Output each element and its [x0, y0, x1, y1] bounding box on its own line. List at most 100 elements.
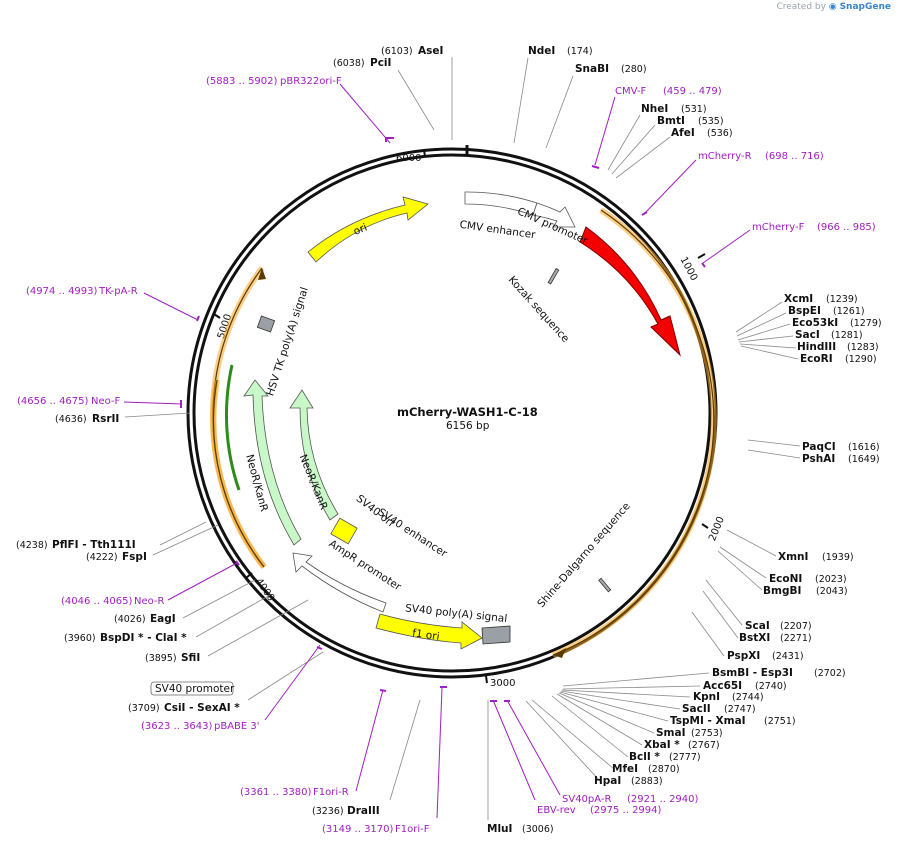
primer-range-pbr322ori-f: (5883 .. 5902): [206, 76, 278, 87]
primer-name-neo-r: Neo-R: [134, 596, 165, 607]
site-pos-xbai: (2767): [688, 740, 720, 751]
site-pos-afei: (536): [707, 128, 733, 139]
site-name-ecori: EcoRI: [800, 353, 833, 365]
site-name-sfii: SfiI: [181, 652, 200, 664]
site-pos-kpni: (2744): [732, 692, 764, 703]
backbone-inner-ring: [192, 153, 712, 673]
site-name-bstxi: BstXI: [739, 632, 770, 644]
site-name-asei: AseI: [418, 45, 443, 57]
site-pos-xmni: (1939): [822, 552, 854, 563]
snapgene-logo-icon: ◉: [828, 2, 837, 12]
site-name-bsmbi-esp3i: BsmBI - Esp3I: [712, 667, 793, 679]
primer-range-mcherry-r: (698 .. 716): [765, 151, 824, 162]
primer-range-pbabe-3: (3623 .. 3643): [141, 721, 213, 732]
site-name-nhei: NheI: [641, 103, 668, 115]
site-name-pspxi: PspXI: [727, 650, 760, 662]
site-pos-hindiii: (1283): [847, 342, 879, 353]
site-pos-asei: (6103): [381, 46, 413, 57]
feature-label-f1-ori: f1 ori: [411, 627, 440, 643]
feature-label-sv40-enhancer: SV40 enhancer: [376, 506, 450, 560]
primer-range-cmv-f: (459 .. 479): [663, 86, 722, 97]
site-name-bspdi-clai: BspDI * - ClaI *: [100, 632, 187, 644]
sv40-promoter-label: SV40 promoter: [155, 683, 235, 695]
primer-name-pbabe-3: pBABE 3': [214, 721, 260, 732]
site-name-pshai: PshAI: [802, 453, 835, 465]
site-pos-snabi: (280): [621, 64, 647, 75]
feature-label-cmv-enhancer: CMV enhancer: [459, 219, 537, 242]
tick-label-2000: 2000: [707, 515, 727, 543]
site-pos-eagi: (4026): [114, 614, 146, 625]
site-pos-pshai: (1649): [848, 454, 880, 465]
orf-arc-right-line: [552, 209, 715, 656]
site-pos-smai: (2753): [691, 728, 723, 739]
site-name-xbai: XbaI *: [644, 739, 680, 751]
primer-range-neo-f: (4656 .. 4675): [17, 396, 89, 407]
watermark-prefix: Created by: [776, 2, 826, 12]
orf-arc-neo: [225, 364, 241, 491]
site-name-scai: ScaI: [745, 620, 770, 632]
primer-marks: [180, 137, 706, 702]
site-name-bmti: BmtI: [657, 115, 685, 127]
site-pos-bmgbi: (2043): [816, 586, 848, 597]
site-name-pcii: PciI: [370, 57, 391, 69]
site-leader-lines: [124, 57, 801, 820]
feature-ori-arrow: [307, 196, 429, 263]
site-pos-paqci: (1616): [848, 442, 880, 453]
site-pos-ndei: (174): [567, 46, 593, 57]
snapgene-watermark: Created by ◉ SnapGene: [776, 2, 891, 12]
site-name-hindiii: HindIII: [797, 341, 836, 353]
site-name-kpni: KpnI: [693, 691, 720, 703]
primer-name-f1ori-r: F1ori-R: [313, 787, 349, 798]
primer-name-mcherry-f: mCherry-F: [752, 222, 805, 233]
site-pos-acc65i: (2740): [755, 681, 787, 692]
site-name-mlui: MluI: [487, 823, 512, 835]
site-name-snabi: SnaBI: [575, 63, 609, 75]
site-pos-tspmi-xmai: (2751): [764, 716, 796, 727]
site-pos-rsrii: (4636): [55, 414, 87, 425]
orf-arc-left2-line: [212, 379, 265, 568]
primer-leader-lines: [123, 83, 751, 819]
site-name-pflfi-tth111i: PflFI - Tth111I: [52, 539, 136, 551]
site-name-hpai: HpaI: [594, 775, 621, 787]
primer-name-tk-pa-r: TK-pA-R: [98, 286, 138, 297]
site-pos-econi: (2023): [815, 574, 847, 585]
site-pos-pflfi-tth111i: (4238): [16, 540, 48, 551]
primer-range-sv40pa-r: (2921 .. 2940): [627, 794, 699, 805]
site-pos-mfei: (2870): [648, 764, 680, 775]
site-pos-fspi: (4222): [86, 552, 118, 563]
site-name-mfei: MfeI: [612, 763, 638, 775]
site-pos-saci: (1281): [831, 330, 863, 341]
site-pos-eco53ki: (1279): [850, 318, 882, 329]
primer-range-mcherry-f: (966 .. 985): [817, 222, 876, 233]
site-name-eco53ki: Eco53kI: [792, 317, 838, 329]
site-name-csii-sexai: CsiI - SexAI *: [164, 702, 240, 714]
primer-range-ebv-rev: (2975 .. 2994): [590, 805, 662, 816]
feature-hsv-tk-polya-box: [256, 315, 276, 333]
feature-sv40-ori-box: [330, 517, 358, 545]
orf-arc-right-arrowhead: [553, 648, 566, 658]
feature-mcherry-arrow: [579, 226, 681, 357]
site-name-bmgbi: BmgBI: [763, 585, 801, 597]
site-pos-sacii: (2747): [724, 704, 756, 715]
site-name-rsrii: RsrII: [92, 413, 119, 425]
site-name-paqci: PaqCI: [802, 441, 836, 453]
site-pos-hpai: (2883): [631, 776, 663, 787]
primer-range-f1ori-r: (3361 .. 3380): [240, 787, 312, 798]
primer-range-f1ori-f: (3149 .. 3170): [322, 824, 394, 835]
site-name-sacii: SacII: [682, 703, 711, 715]
primer-labels: (5883 .. 5902) pBR322ori-F CMV-F (459 ..…: [17, 76, 876, 835]
site-name-xmni: XmnI: [778, 551, 808, 563]
site-name-bspei: BspEI: [788, 305, 821, 317]
enzyme-labels: (6103) AseI (6038) PciI NdeI (174) SnaBI…: [16, 45, 882, 835]
feature-shine-dalgarno-box: [598, 577, 612, 593]
site-name-smai: SmaI: [656, 727, 686, 739]
watermark-brand: SnapGene: [839, 2, 891, 12]
feature-kozak-box: [547, 268, 560, 285]
primer-name-pbr322ori-f: pBR322ori-F: [280, 76, 342, 87]
site-name-draiii: DraIII: [347, 805, 380, 817]
site-name-bcli: BclI *: [629, 751, 660, 763]
site-pos-bspei: (1261): [833, 306, 865, 317]
site-name-eagi: EagI: [150, 613, 176, 625]
site-pos-bsmbi-esp3i: (2702): [814, 668, 846, 679]
